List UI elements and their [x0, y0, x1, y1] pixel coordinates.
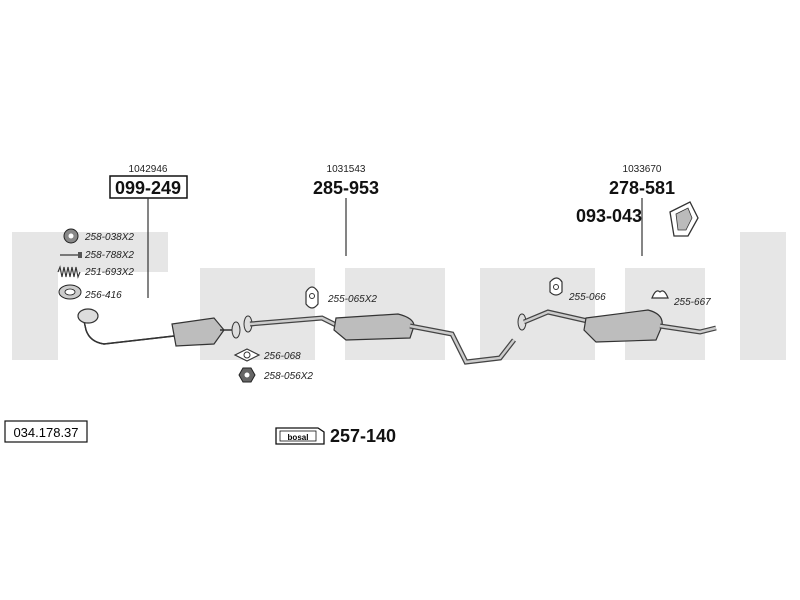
- catalog-number[interactable]: 034.178.37: [13, 425, 78, 440]
- gasket-ring-icon: [63, 228, 79, 244]
- ref-number-2: 1031543: [327, 164, 366, 175]
- accessory-code-5[interactable]: 255-065X2: [327, 294, 377, 305]
- accessory-code-9[interactable]: 255-667: [673, 297, 711, 308]
- accessory-code-1[interactable]: 258-038X2: [84, 232, 134, 243]
- part-number-3[interactable]: 278-581: [609, 178, 675, 198]
- flange-gasket-icon: [233, 348, 261, 362]
- part-number-1[interactable]: 099-249: [115, 178, 181, 198]
- bolt-icon: [60, 252, 82, 258]
- catalog-number-box: [4, 420, 88, 443]
- part-number-2[interactable]: 285-953: [313, 178, 379, 198]
- rubber-mount-icon-3: [651, 290, 669, 299]
- accessory-code-6[interactable]: 256-068: [263, 351, 301, 362]
- kit-badge: bosal: [288, 433, 309, 442]
- accessory-code-7[interactable]: 258-056X2: [263, 371, 313, 382]
- accessory-code-8[interactable]: 255-066: [568, 292, 606, 303]
- accessory-code-3[interactable]: 251-693X2: [84, 267, 134, 278]
- rear-silencer: [517, 309, 717, 343]
- middle-silencer-pipe: [243, 313, 516, 365]
- front-pipe-catalyst: [77, 308, 241, 347]
- heat-shield-icon: [669, 201, 699, 237]
- nut-icon: [238, 367, 256, 383]
- accessory-code-4[interactable]: 256-416: [84, 290, 122, 301]
- rubber-mount-icon-2: [549, 277, 563, 296]
- kit-icon: bosal: [275, 427, 325, 445]
- ref-number-1: 1042946: [129, 164, 168, 175]
- accessory-code-2[interactable]: 258-788X2: [84, 250, 134, 261]
- rubber-mount-icon-1: [305, 286, 319, 309]
- kit-part-number[interactable]: 257-140: [330, 426, 396, 446]
- spring-icon: [57, 265, 81, 279]
- part-number-3b[interactable]: 093-043: [576, 206, 642, 226]
- ref-number-3: 1033670: [623, 164, 662, 175]
- seal-ring-icon: [58, 284, 82, 300]
